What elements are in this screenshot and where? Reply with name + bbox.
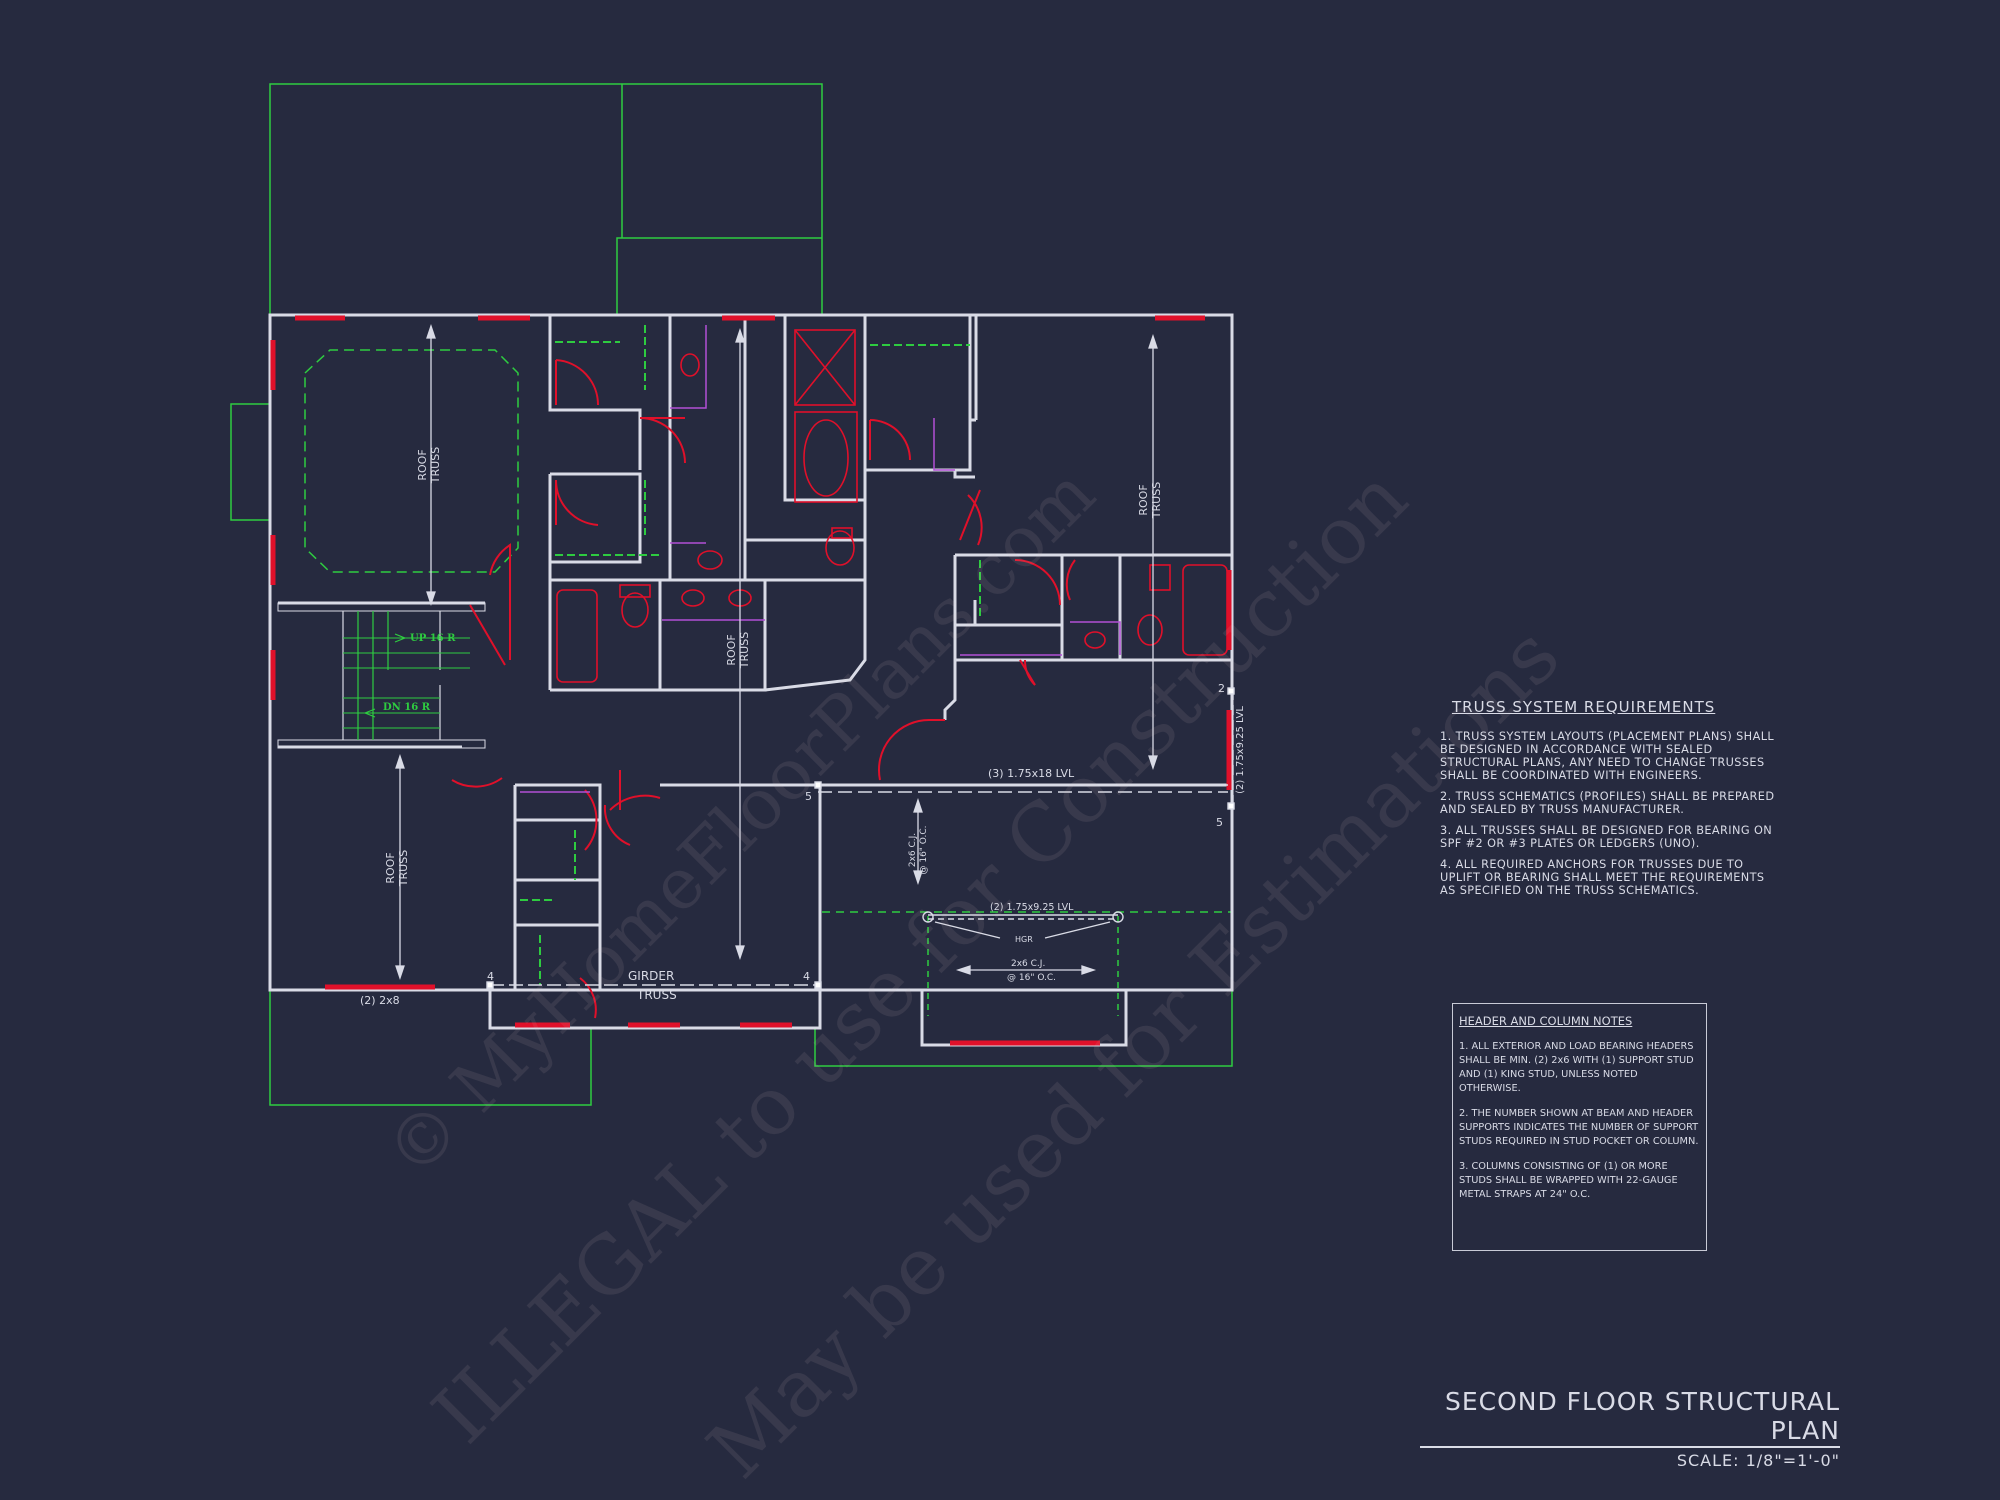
header-column-notes: HEADER AND COLUMN NOTES 1. ALL EXTERIOR … bbox=[1452, 1003, 1707, 1251]
hgr-label: HGR bbox=[1015, 935, 1033, 944]
roof-truss-label-4: ROOFTRUSS bbox=[384, 850, 410, 887]
roof-truss-label-2: ROOFTRUSS bbox=[725, 632, 751, 669]
header-note-1: 1. ALL EXTERIOR AND LOAD BEARING HEADERS… bbox=[1459, 1041, 1694, 1094]
stud-count-5: 2 bbox=[1218, 682, 1225, 695]
cj-horizontal-label: 2x6 C.J.@ 16" O.C. bbox=[1007, 959, 1056, 983]
header-notes-title: HEADER AND COLUMN NOTES bbox=[1459, 1014, 1633, 1028]
plumbing-accents bbox=[520, 325, 1121, 793]
drawing-title-block: SECOND FLOOR STRUCTURAL PLAN SCALE: 1/8"… bbox=[1420, 1387, 1840, 1470]
stud-count-3: 4 bbox=[487, 970, 494, 983]
drawing-title: SECOND FLOOR STRUCTURAL PLAN bbox=[1420, 1387, 1840, 1448]
roof-truss-label-1: ROOFTRUSS bbox=[416, 447, 442, 484]
span-arrows bbox=[395, 323, 1158, 981]
stair-up-label: UP 16 R bbox=[410, 633, 456, 644]
truss-notes-title: TRUSS SYSTEM REQUIREMENTS bbox=[1452, 698, 1716, 716]
closet-rods bbox=[520, 325, 981, 985]
two-by-eight-label: (2) 2x8 bbox=[360, 994, 400, 1007]
roof-truss-label-3: ROOFTRUSS bbox=[1137, 482, 1163, 519]
truss-note-4: 4. ALL REQUIRED ANCHORS FOR TRUSSES DUE … bbox=[1440, 858, 1765, 897]
header-note-2: 2. THE NUMBER SHOWN AT BEAM AND HEADER S… bbox=[1459, 1108, 1699, 1147]
stairs bbox=[277, 602, 486, 749]
header-note-3: 3. COLUMNS CONSISTING OF (1) OR MORE STU… bbox=[1459, 1161, 1678, 1200]
stud-count-1: 5 bbox=[805, 790, 812, 803]
cj-vertical-label: 2x6 C.J.@ 16" O.C. bbox=[908, 825, 929, 874]
lvl-2-vertical-label: (2) 1.75x9.25 LVL bbox=[1235, 706, 1246, 794]
walls bbox=[268, 313, 1234, 1047]
drawing-scale: SCALE: 1/8"=1'-0" bbox=[1676, 1451, 1840, 1470]
fixtures bbox=[556, 329, 1228, 683]
stud-count-2: 5 bbox=[1216, 816, 1223, 829]
plan-labels: ROOFTRUSS ROOFTRUSS ROOFTRUSS ROOFTRUSS … bbox=[360, 447, 1246, 1007]
truss-system-notes: TRUSS SYSTEM REQUIREMENTS 1. TRUSS SYSTE… bbox=[1440, 698, 1780, 905]
truss-note-2: 2. TRUSS SCHEMATICS (PROFILES) SHALL BE … bbox=[1440, 790, 1775, 816]
window-headers bbox=[270, 315, 1232, 1046]
exterior-outline bbox=[230, 83, 1233, 1106]
doors bbox=[451, 359, 1076, 1019]
truss-label: TRUSS bbox=[636, 988, 677, 1002]
beams bbox=[486, 687, 1235, 989]
stair-down-label: DN 16 R bbox=[383, 702, 431, 713]
truss-note-1: 1. TRUSS SYSTEM LAYOUTS (PLACEMENT PLANS… bbox=[1440, 730, 1775, 782]
stud-count-4: 4 bbox=[803, 970, 810, 983]
lvl-3-label: (3) 1.75x18 LVL bbox=[988, 767, 1075, 780]
lvl-2-horizontal-label: (2) 1.75x9.25 LVL bbox=[990, 902, 1074, 913]
girder-label: GIRDER bbox=[628, 969, 674, 983]
truss-note-3: 3. ALL TRUSSES SHALL BE DESIGNED FOR BEA… bbox=[1440, 824, 1773, 850]
